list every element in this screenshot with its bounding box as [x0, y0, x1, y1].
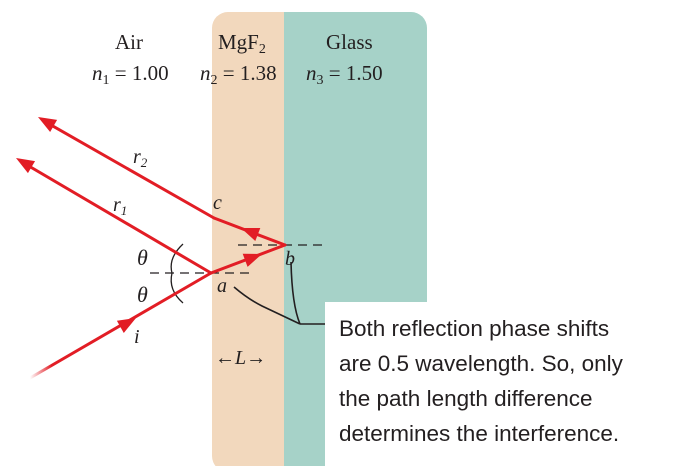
arrowhead-icon	[242, 253, 262, 267]
angle-arc-incident	[170, 272, 184, 304]
glass-layer-edge	[284, 12, 314, 466]
ray-label-r1-subscript: 1	[120, 203, 128, 218]
mgf2-index-subscript: 2	[210, 73, 218, 88]
mgf2-index-value: 1.38	[239, 61, 277, 85]
ray-label-r2-subscript: 2	[140, 155, 148, 170]
thickness-symbol: L	[235, 347, 247, 369]
air-index-subscript: 1	[102, 73, 110, 88]
air-index: n1 = 1.00	[92, 61, 169, 88]
angle-label-bottom: θ	[137, 282, 148, 307]
glass-index-symbol: n	[306, 61, 317, 85]
note-line-4: determines the interference.	[339, 421, 620, 446]
leader-line-a	[233, 286, 301, 325]
arrowhead-icon	[241, 227, 261, 242]
air-label: Air	[115, 30, 143, 54]
reflected-ray-r2	[42, 119, 216, 220]
note-box: Both reflection phase shifts are 0.5 wav…	[325, 302, 695, 466]
glass-index-value: 1.50	[345, 61, 383, 85]
angle-arc-reflected	[170, 243, 184, 274]
point-label-a: a	[217, 275, 227, 297]
mgf2-label-text: MgF	[218, 30, 259, 54]
glass-label: Glass	[326, 30, 373, 54]
ray-label-r1: r1	[113, 194, 127, 217]
ray-label-r1-symbol: r	[113, 194, 121, 216]
ray-group	[16, 117, 287, 380]
mgf2-index-symbol: n	[200, 61, 211, 85]
ray-label-i: i	[134, 326, 140, 348]
point-label-b: b	[285, 248, 295, 270]
note-line-1: Both reflection phase shifts	[339, 316, 610, 341]
mgf2-label-subscript: 2	[258, 42, 266, 57]
angle-label-top: θ	[137, 245, 148, 270]
air-index-symbol: n	[92, 61, 103, 85]
mgf2-index: n2 = 1.38	[200, 61, 277, 88]
mgf2-label: MgF2	[218, 30, 266, 57]
arrowhead-icon	[38, 117, 58, 133]
note-line-2: are 0.5 wavelength. So, only	[339, 351, 623, 376]
reflected-ray-r1	[20, 160, 213, 275]
glass-index: n3 = 1.50	[306, 61, 383, 88]
thickness-right-arrow: →	[246, 347, 267, 369]
air-index-value: 1.00	[131, 61, 169, 85]
ray-label-r2: r2	[133, 146, 147, 169]
arrowhead-icon	[116, 318, 136, 333]
note-line-3: the path length difference	[339, 386, 593, 411]
glass-index-subscript: 3	[316, 73, 324, 88]
arrowhead-icon	[16, 158, 36, 174]
thickness-left-arrow: ←	[215, 347, 235, 369]
point-label-c: c	[213, 192, 222, 214]
thickness-label: ←L→	[215, 347, 266, 370]
leader-line-b	[290, 261, 301, 325]
ray-label-r2-symbol: r	[133, 146, 141, 168]
